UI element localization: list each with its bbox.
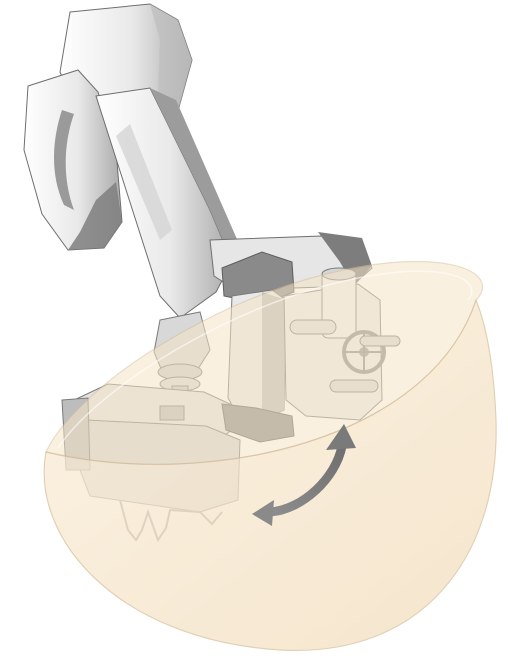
robot-arm [24,4,372,318]
hemisphere [44,262,496,651]
